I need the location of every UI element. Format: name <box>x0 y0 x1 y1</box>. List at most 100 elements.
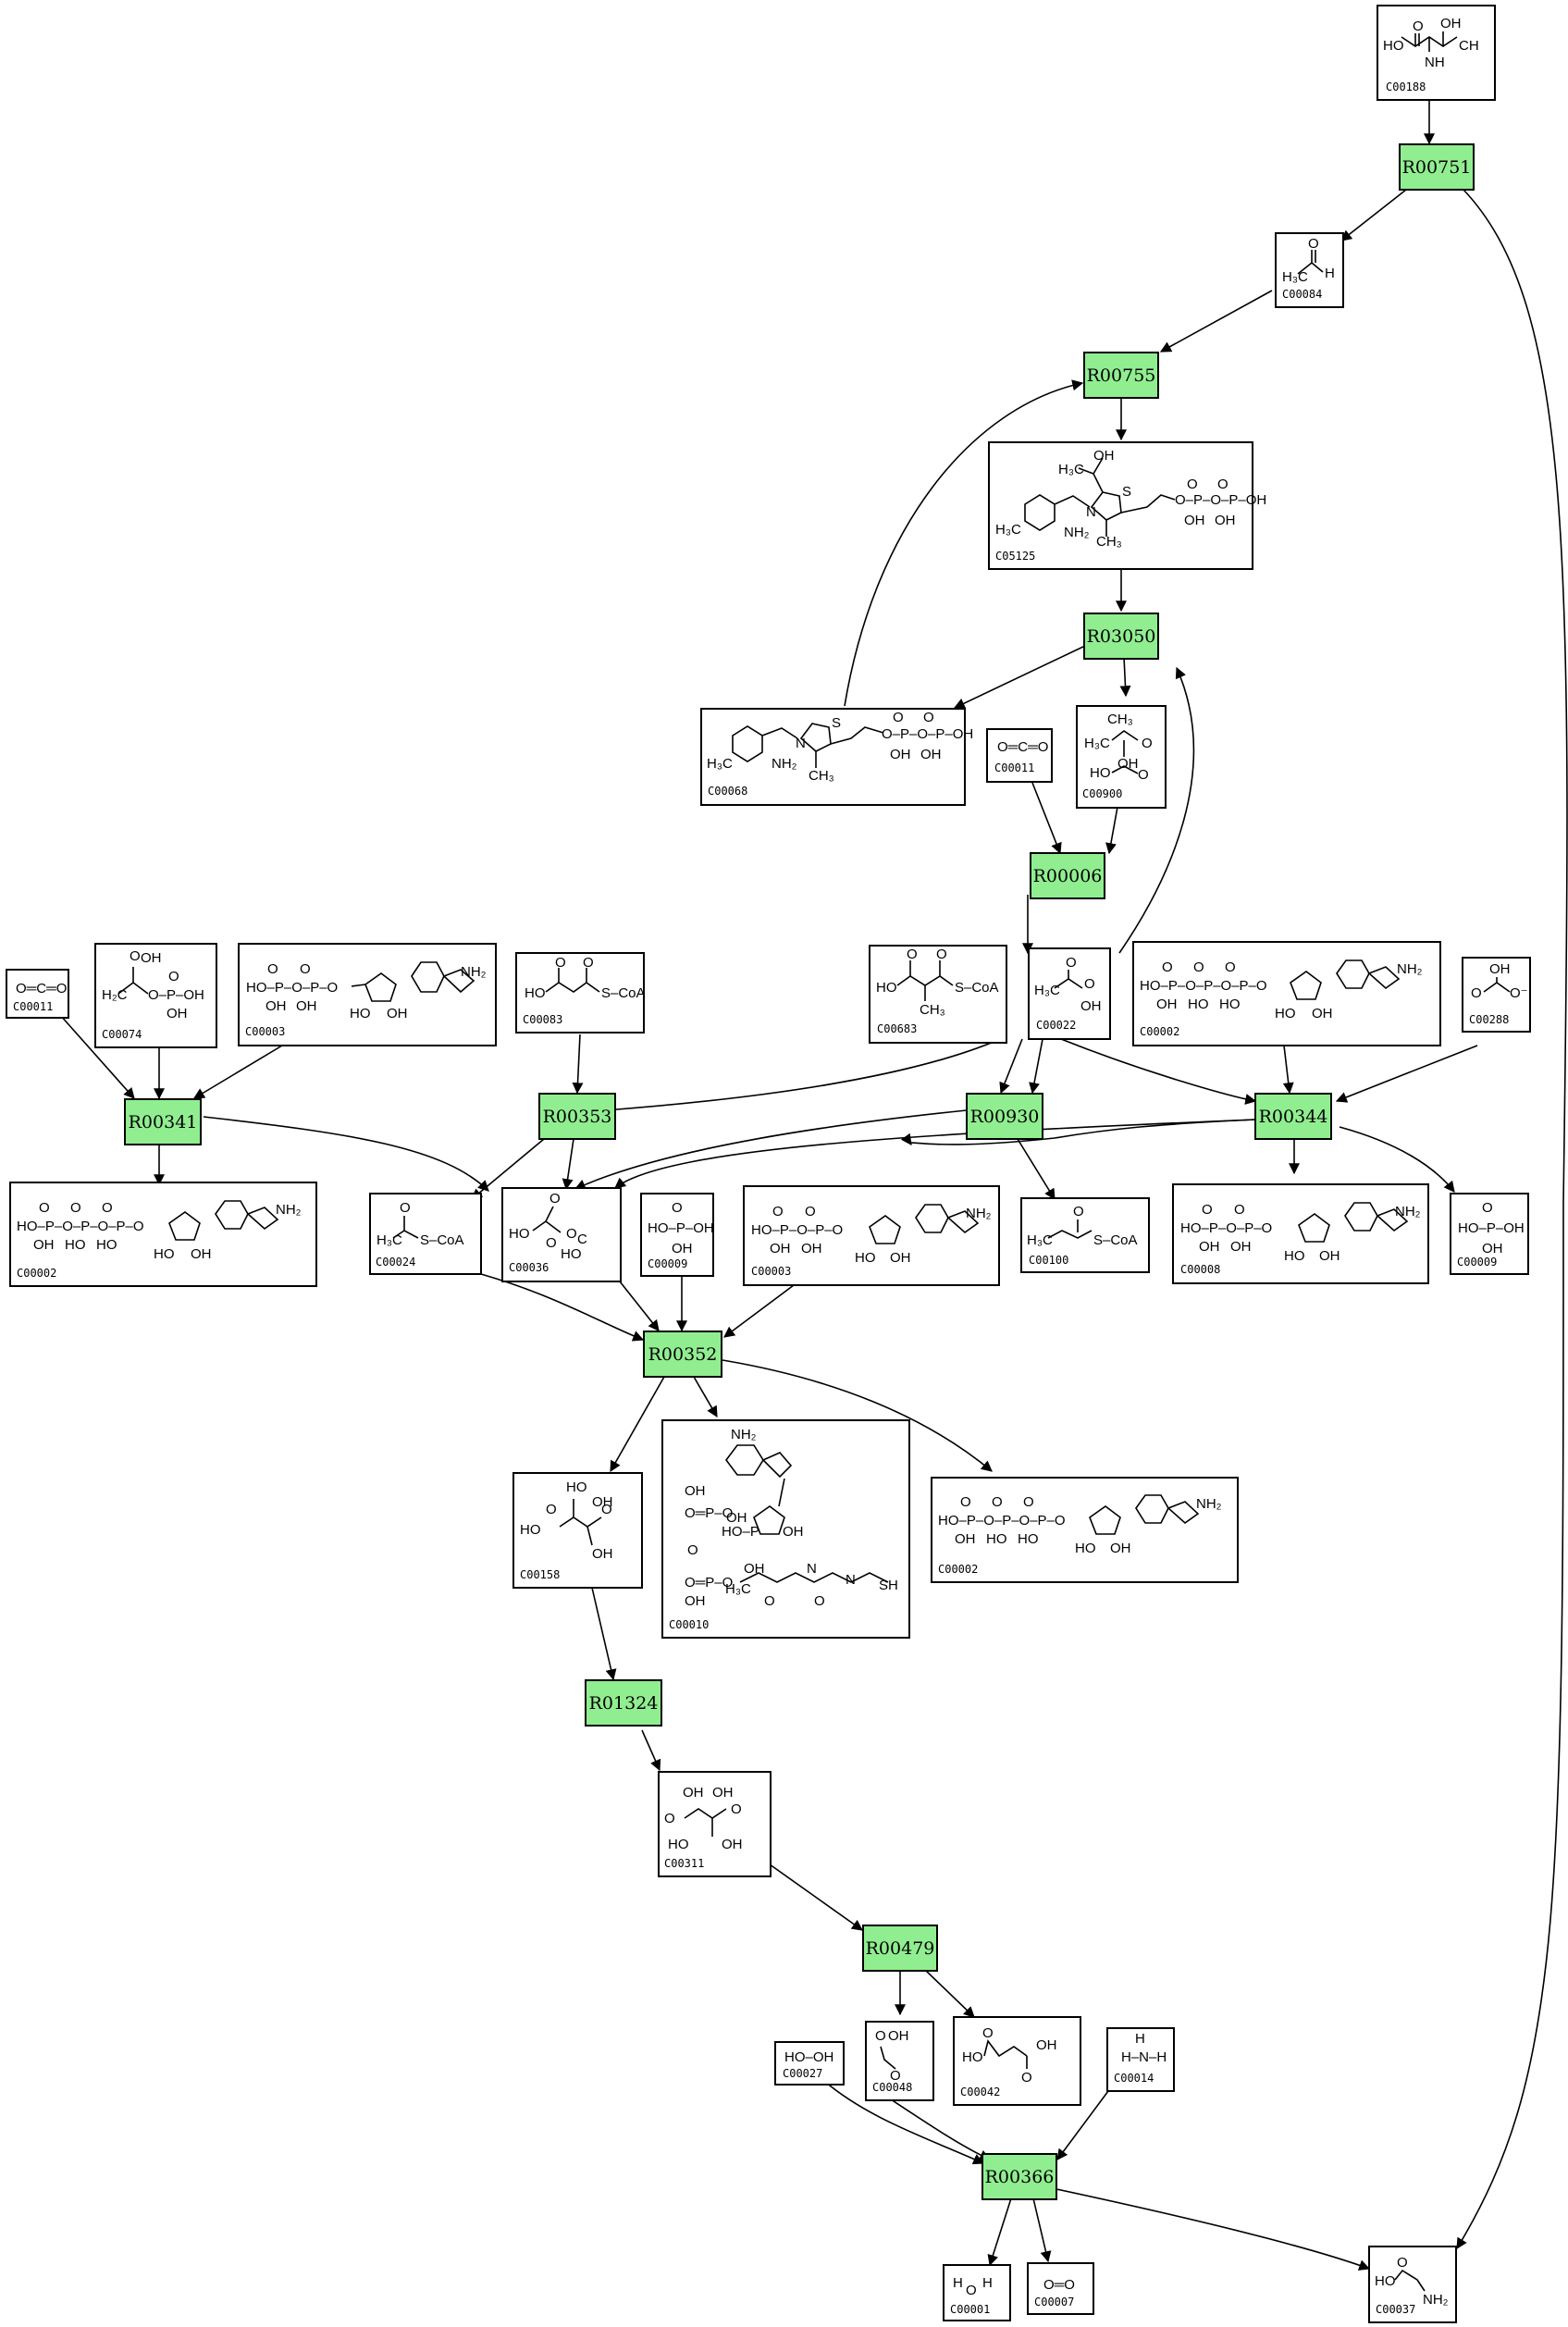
svg-text:HO‒OH: HO‒OH <box>784 2049 833 2065</box>
reaction-label: R00344 <box>1259 1107 1328 1127</box>
svg-text:NH₂: NH₂ <box>966 1206 992 1221</box>
pyruvate-structure: O H₃C O OH <box>1034 955 1102 1014</box>
svg-text:O: O <box>893 710 904 725</box>
svg-text:HO: HO <box>1090 765 1111 781</box>
compound-c00900[interactable]: CH₃ H₃C O OH HO O C00900 <box>1076 705 1167 809</box>
compound-c00068[interactable]: S N H₃C NH₂ CH₃ O‒P‒O‒P‒OH O O OH OH C00… <box>700 708 973 806</box>
svg-text:OH: OH <box>685 1483 706 1499</box>
compound-label: C00022 <box>1036 1019 1076 1032</box>
svg-text:OH: OH <box>1110 1541 1131 1556</box>
svg-text:O: O <box>39 1200 50 1216</box>
svg-text:O: O <box>1021 2070 1032 2086</box>
compound-label: C00042 <box>960 2086 1000 2098</box>
svg-text:OH: OH <box>890 1250 911 1266</box>
compound-c00003-nad-middle[interactable]: HO‒P‒O‒P‒O O O OH OH HO OH NH₂ C00003 <box>743 1185 1000 1286</box>
reaction-r00344[interactable]: R00344 <box>1254 1093 1332 1140</box>
compound-c00042[interactable]: O HO OH O C00042 <box>953 2016 1081 2106</box>
svg-text:O: O <box>982 2025 994 2041</box>
compound-label: C00002 <box>938 1563 978 1576</box>
compound-c00188[interactable]: O HO NH OH CH C00188 <box>1377 5 1496 101</box>
thiamine-diphosphate-structure: S N H₃C NH₂ CH₃ O‒P‒O‒P‒OH O O OH OH <box>707 710 973 784</box>
svg-text:O: O <box>1084 976 1095 992</box>
compound-c00010[interactable]: NH₂ OH O═P‒O OH HO‒P OH O O═P‒O OH OH H₃… <box>661 1419 910 1639</box>
svg-text:N: N <box>1086 504 1096 520</box>
svg-text:HO‒P‒O‒P‒O: HO‒P‒O‒P‒O <box>246 980 338 996</box>
svg-text:HO: HO <box>1018 1531 1039 1547</box>
compound-label: C00009 <box>648 1257 687 1270</box>
compound-c00002-atp-left[interactable]: HO‒P‒O‒P‒O‒P‒O O O O OH HO HO HO OH NH₂ … <box>9 1182 317 1287</box>
reaction-r00006[interactable]: R00006 <box>1030 852 1105 899</box>
svg-text:S‒CoA: S‒CoA <box>955 980 999 996</box>
compound-c00084[interactable]: O H₃C H C00084 <box>1275 232 1344 308</box>
svg-text:O: O <box>1066 955 1077 971</box>
compound-c00002-atp-lower[interactable]: HO‒P‒O‒P‒O‒P‒O O O O OH HO HO HO OH NH₂ … <box>931 1477 1239 1583</box>
compound-c00311[interactable]: OH OH O O HO OH C00311 <box>658 1771 772 1877</box>
compound-c00027[interactable]: HO‒OH C00027 <box>774 2041 845 2086</box>
reaction-r00366[interactable]: R00366 <box>982 2153 1057 2200</box>
svg-text:O: O <box>764 1593 775 1609</box>
reaction-r03050[interactable]: R03050 <box>1083 613 1159 660</box>
reaction-r00353[interactable]: R00353 <box>538 1093 616 1140</box>
svg-text:H₃C: H₃C <box>1034 983 1060 998</box>
malonyl-coa-structure: HO O O S‒CoA <box>525 955 646 1001</box>
svg-text:H: H <box>982 2275 993 2291</box>
reaction-label: R00366 <box>985 2167 1055 2187</box>
svg-text:NH₂: NH₂ <box>461 964 487 980</box>
reaction-r00352[interactable]: R00352 <box>643 1331 722 1378</box>
compound-c00683[interactable]: HO O O S‒CoA CH₃ C00683 <box>869 945 1007 1044</box>
compound-c00001[interactable]: H O H C00001 <box>943 2264 1011 2321</box>
svg-text:OH: OH <box>1199 1239 1220 1255</box>
compound-c00011-left[interactable]: O═C═O C00011 <box>6 969 69 1019</box>
compound-c00008-adp[interactable]: HO‒P‒O‒P‒O O O OH OH HO OH NH₂ C00008 <box>1172 1183 1429 1284</box>
compound-c00002-atp[interactable]: HO‒P‒O‒P‒O‒P‒O O O O OH HO HO HO OH NH₂ … <box>1132 941 1441 1046</box>
svg-text:CH₃: CH₃ <box>1096 534 1122 550</box>
svg-text:O: O <box>583 955 594 971</box>
svg-text:H₃C: H₃C <box>725 1581 751 1597</box>
svg-text:H₃C: H₃C <box>995 522 1021 538</box>
reaction-r00341[interactable]: R00341 <box>124 1098 202 1145</box>
reaction-r00479[interactable]: R00479 <box>862 1925 938 1972</box>
svg-text:OH: OH <box>592 1494 613 1510</box>
reaction-label: R00352 <box>648 1344 718 1365</box>
compound-c00288[interactable]: OH O O⁻ C00288 <box>1462 957 1531 1033</box>
svg-text:OH: OH <box>1319 1248 1340 1264</box>
svg-text:HO: HO <box>962 2049 983 2065</box>
svg-text:OH: OH <box>296 998 317 1014</box>
svg-text:O: O <box>168 969 179 984</box>
svg-text:HO‒P‒O‒P‒O‒P‒O: HO‒P‒O‒P‒O‒P‒O <box>1140 978 1267 994</box>
reaction-r00751[interactable]: R00751 <box>1399 143 1475 191</box>
compound-c00158[interactable]: HO OH HO O OH O C00158 <box>512 1472 643 1589</box>
reaction-r00755[interactable]: R00755 <box>1083 352 1159 399</box>
acetaldehyde-structure: O H₃C H <box>1282 236 1335 285</box>
svg-text:HO‒P‒O‒P‒O: HO‒P‒O‒P‒O <box>751 1222 843 1238</box>
compound-c00003-nad[interactable]: HO‒P‒O‒P‒O O O OH OH HO OH NH₂ C00003 <box>238 943 497 1046</box>
svg-text:O: O <box>555 955 566 971</box>
oxaloacetate-structure: O HO O O HO C <box>509 1191 587 1262</box>
compound-c00100[interactable]: O H₃C S‒CoA C00100 <box>1020 1197 1150 1273</box>
compound-c00074[interactable]: O OH H₂C O‒P‒OH O OH C00074 <box>94 943 217 1048</box>
svg-text:NH₂: NH₂ <box>1395 1204 1421 1219</box>
compound-c05125[interactable]: OH H₃C S N H₃C NH₂ CH₃ O‒P‒O‒P‒OH O O OH… <box>988 441 1266 570</box>
svg-text:O‒P‒O‒P‒OH: O‒P‒O‒P‒OH <box>882 726 973 742</box>
compound-c00036[interactable]: O HO O O HO C C00036 <box>501 1187 622 1282</box>
compound-label: C05125 <box>995 550 1035 563</box>
compound-c00022[interactable]: O H₃C O OH C00022 <box>1028 947 1111 1040</box>
compound-c00014[interactable]: H H‒N‒H C00014 <box>1106 2027 1175 2092</box>
compound-c00011[interactable]: O═C═O C00011 <box>986 728 1053 783</box>
svg-text:NH₂: NH₂ <box>1064 525 1090 540</box>
svg-text:S: S <box>1122 484 1131 500</box>
compound-c00083[interactable]: HO O O S‒CoA C00083 <box>515 952 646 1034</box>
svg-text:O: O <box>992 1494 1003 1510</box>
compound-c00007[interactable]: O═O C00007 <box>1027 2262 1094 2315</box>
compound-c00048[interactable]: O OH O C00048 <box>865 2021 934 2101</box>
svg-text:O: O <box>1217 477 1228 492</box>
compound-c00009-right[interactable]: O HO‒P‒OH OH C00009 <box>1450 1193 1529 1275</box>
svg-text:CH: CH <box>1459 38 1479 54</box>
reaction-r01324[interactable]: R01324 <box>585 1679 662 1727</box>
compound-c00024[interactable]: O H₃C S‒CoA C00024 <box>369 1193 482 1275</box>
reaction-label: R00930 <box>970 1107 1040 1127</box>
compound-c00037[interactable]: O HO NH₂ C00037 <box>1368 2246 1457 2323</box>
svg-text:H₃C: H₃C <box>707 756 733 772</box>
compound-c00009[interactable]: O HO‒P‒OH OH C00009 <box>640 1193 714 1277</box>
reaction-r00930[interactable]: R00930 <box>966 1093 1043 1140</box>
